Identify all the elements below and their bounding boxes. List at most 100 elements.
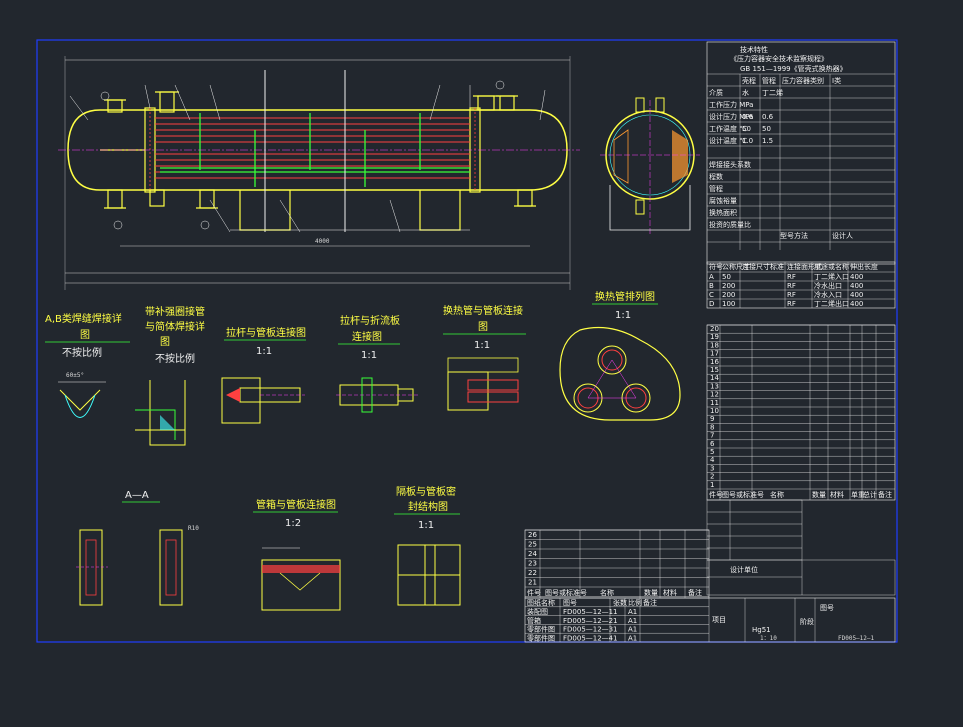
svg-text:带补强圈接管: 带补强圈接管 xyxy=(145,305,205,318)
svg-text:拉杆与管板连接图: 拉杆与管板连接图 xyxy=(226,326,306,339)
drawing-list-cell[interactable]: A1 xyxy=(628,626,637,634)
drawing-list-header: 备注 xyxy=(643,598,657,607)
reinforcement-detail: 带补强圈接管 与简体焊接详 图 不按比例 xyxy=(135,305,205,446)
drawing-list-cell[interactable]: FD005—12—2 xyxy=(563,617,613,625)
tech-row-label: 程数 xyxy=(709,172,723,181)
tech-cell: 0.6 xyxy=(762,113,774,121)
tech-cell: 工作温度 ℃ xyxy=(709,124,747,133)
drawing-list-cell[interactable]: 管箱 xyxy=(527,616,541,625)
weld-detail: A,B类焊缝焊接详 图 不按比例 60±5° xyxy=(45,312,130,418)
part-number: 4 xyxy=(710,456,715,464)
tech-cell: 压力容器类别 xyxy=(782,76,824,85)
drawing-list-cell[interactable]: A1 xyxy=(628,608,637,616)
tech-cell: 水 xyxy=(742,88,749,97)
svg-text:换热管与管板连接: 换热管与管板连接 xyxy=(443,304,523,317)
svg-text:R10: R10 xyxy=(188,525,199,532)
svg-text:图: 图 xyxy=(160,336,170,348)
part-number: 8 xyxy=(710,423,714,431)
drawing-list-header: 图号 xyxy=(563,599,577,607)
tech-cell: 壳程 xyxy=(742,76,756,85)
part-number: 22 xyxy=(528,569,537,577)
part-number: 25 xyxy=(528,541,537,549)
nozzle-cell: 400 xyxy=(850,282,863,290)
part-number: 6 xyxy=(710,440,715,448)
main-elevation-view: 4000 xyxy=(58,56,580,290)
nozzle-header-cell: 连接尺寸标准 xyxy=(742,262,784,271)
drawing-list-cell[interactable]: 零部件图 xyxy=(527,625,555,634)
part-number: 3 xyxy=(710,464,714,472)
svg-text:隔板与管板密: 隔板与管板密 xyxy=(396,485,456,498)
part-number: 21 xyxy=(528,579,537,587)
nozzle-cell: 冷水出口 xyxy=(814,281,842,290)
tech-cell: 50 xyxy=(742,125,751,133)
part-number: 9 xyxy=(710,415,714,423)
side-view xyxy=(600,97,700,235)
part-number: 5 xyxy=(710,448,714,456)
drawing-list-cell[interactable]: A1 xyxy=(628,634,637,642)
tech-cell: 丁二烯 xyxy=(762,88,783,97)
parts-list-table[interactable]: 2019181716151413121110987654321件号图号或标准号名… xyxy=(706,324,896,501)
drawing-border xyxy=(36,39,898,643)
svg-text:A,B类焊缝焊接详: A,B类焊缝焊接详 xyxy=(45,312,122,325)
svg-text:图号: 图号 xyxy=(820,604,834,612)
nozzle-header-cell: 公称尺寸 xyxy=(722,262,750,271)
rod-tubesheet-detail: 拉杆与管板连接图 1:1 xyxy=(221,326,306,424)
part-number: 20 xyxy=(710,325,719,333)
part-number: 10 xyxy=(710,407,719,415)
parts2-footer-cell: 备注 xyxy=(688,588,702,597)
nozzle-cell: 冷水入口 xyxy=(814,290,842,299)
tube-tubesheet-detail: 换热管与管板连接 图 1:1 xyxy=(443,304,526,411)
nozzle-cell: 400 xyxy=(850,291,863,299)
svg-text:《压力容器安全技术监察规程》: 《压力容器安全技术监察规程》 xyxy=(730,54,828,63)
rod-baffle-detail: 拉杆与折流板 连接图 1:1 xyxy=(336,314,418,413)
drawing-list-cell[interactable]: 1 xyxy=(613,608,617,616)
part-number: 13 xyxy=(710,382,719,390)
svg-text:1:1: 1:1 xyxy=(615,310,631,321)
drawing-list-cell[interactable]: 零部件图 xyxy=(527,633,555,642)
svg-text:管箱与管板连接图: 管箱与管板连接图 xyxy=(256,498,336,511)
nozzle-cell: 200 xyxy=(722,291,735,299)
parts-footer-cell: 图号或标准号 xyxy=(722,490,764,499)
parts-footer-cell: 单重 xyxy=(851,490,865,499)
partition-detail: 隔板与管板密 封结构图 1:1 xyxy=(394,485,461,606)
svg-text:A—A: A—A xyxy=(125,490,149,501)
svg-text:图: 图 xyxy=(478,321,488,333)
drawing-list-header: 比例 xyxy=(628,598,642,607)
drawing-list-cell[interactable]: 装配图 xyxy=(527,607,548,616)
drawing-list-cell[interactable]: 1 xyxy=(613,626,617,634)
drawing-list-cell[interactable]: 1 xyxy=(613,634,617,642)
drawing-list-cell[interactable]: A1 xyxy=(628,617,637,625)
tech-row-label: 换热面积 xyxy=(709,208,737,217)
nozzle-header-cell: 符号 xyxy=(709,262,723,271)
drawing-list-cell[interactable]: FD005—12—4 xyxy=(563,634,614,642)
tech-row-label: 焊接接头系数 xyxy=(709,160,751,169)
parts2-footer-cell: 图号或标准号 xyxy=(545,588,587,597)
svg-text:封结构图: 封结构图 xyxy=(408,500,448,513)
svg-text:1:1: 1:1 xyxy=(474,340,490,351)
part-number: 16 xyxy=(710,358,719,366)
svg-text:拉杆与折流板: 拉杆与折流板 xyxy=(340,314,400,327)
nozzle-cell: 50 xyxy=(722,273,731,281)
technical-spec-table[interactable]: 技术特性 《压力容器安全技术监察规程》 GB 151—1999《管壳式换热器》 … xyxy=(706,41,896,265)
svg-text:不按比例: 不按比例 xyxy=(155,352,195,365)
part-number: 1 xyxy=(710,481,714,489)
svg-text:图: 图 xyxy=(80,329,90,341)
drawing-list-cell[interactable]: 1 xyxy=(613,617,617,625)
box-tubesheet-detail: 管箱与管板连接图 1:2 xyxy=(253,498,341,611)
tube-bundle xyxy=(155,117,470,179)
drawing-list-cell[interactable]: FD005—12—1 xyxy=(563,608,613,616)
parts2-footer-cell: 名称 xyxy=(600,588,614,597)
svg-text:项目: 项目 xyxy=(712,616,726,624)
svg-text:1:2: 1:2 xyxy=(285,518,301,529)
parts-list-table-2[interactable]: 262524232221件号图号或标准号名称数量材料备注 xyxy=(524,529,710,599)
drawing-list-cell[interactable]: FD005—12—3 xyxy=(563,626,613,634)
parts-footer-cell: 备注 xyxy=(878,490,892,499)
svg-text:1：10: 1：10 xyxy=(760,635,777,642)
svg-text:60±5°: 60±5° xyxy=(66,372,84,379)
nozzle-cell: A xyxy=(709,273,714,281)
parts2-footer-cell: 材料 xyxy=(663,588,677,597)
